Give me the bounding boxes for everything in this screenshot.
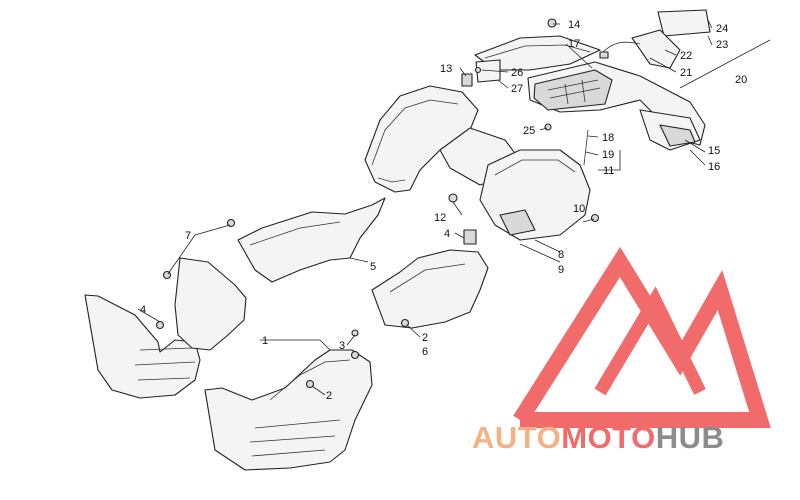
callout-10: 10	[573, 203, 585, 215]
callout-6: 6	[422, 346, 428, 358]
callout-24: 24	[716, 23, 728, 35]
left-splash-guard	[237, 197, 386, 283]
callout-12: 12	[434, 212, 446, 224]
callout-5: 5	[370, 261, 376, 273]
bolt-10	[590, 213, 600, 223]
rubber-grommet-13	[461, 73, 473, 87]
watermark-text-auto: AUTOMOTOHUB	[472, 420, 724, 455]
washer-25	[544, 123, 552, 131]
callout-labels: 1 2 2 3 4 4 5 6 7 8 9 10 11 12 13 14 15 …	[140, 19, 747, 402]
washer-3-upper	[351, 329, 359, 337]
callout-9: 9	[558, 264, 564, 276]
callout-15: 15	[708, 145, 720, 157]
watermark-auto: AUTO	[472, 420, 561, 455]
watermark-logo	[513, 246, 771, 428]
logo-inner-triangle	[594, 286, 706, 396]
callout-18: 18	[602, 132, 614, 144]
rivet-7-upper	[226, 218, 236, 228]
mounting-bracket-27	[475, 59, 501, 83]
leader-lines	[137, 19, 771, 396]
callout-20: 20	[735, 74, 747, 86]
left-footwell-inner	[174, 257, 247, 351]
callout-19: 19	[602, 149, 614, 161]
callout-7: 7	[185, 230, 191, 242]
callout-2-lower: 2	[326, 390, 332, 402]
callout-2-center: 2	[422, 332, 428, 344]
callout-25: 25	[523, 125, 535, 137]
tail-light-housing	[631, 29, 681, 69]
callout-11: 11	[603, 165, 614, 177]
callout-26: 26	[511, 67, 523, 79]
callout-21: 21	[680, 67, 692, 79]
footwells	[84, 257, 373, 471]
callout-13: 13	[440, 63, 452, 75]
watermark-hub: HUB	[656, 420, 725, 455]
rear-rack-cover	[474, 35, 601, 71]
bolt-2-lower	[305, 379, 315, 389]
harness-connector	[599, 51, 609, 59]
screw-3-lower	[350, 350, 360, 360]
watermark-moto: MOTO	[561, 420, 655, 455]
bolt-2-center	[400, 318, 410, 328]
rear-fender-assembly	[474, 9, 711, 166]
bolt-14	[547, 18, 557, 28]
callout-4-upper: 4	[444, 228, 450, 240]
callout-22: 22	[680, 50, 692, 62]
right-side-panel	[479, 149, 591, 241]
rear-storage-compartment	[533, 69, 613, 111]
callout-16: 16	[708, 161, 720, 173]
left-footwell-outer	[84, 294, 201, 399]
callout-23: 23	[716, 39, 728, 51]
right-splash-guard	[371, 249, 489, 329]
callout-14: 14	[568, 19, 580, 31]
logo-outer-triangle	[513, 246, 771, 428]
callout-1: 1	[262, 335, 268, 347]
hardware	[155, 18, 600, 389]
splash-guards	[237, 197, 489, 329]
right-side-panel-group	[479, 149, 591, 241]
side-panel-reflector	[499, 209, 536, 236]
grommet-4-upper	[463, 229, 477, 245]
tail-light-lens	[657, 9, 711, 37]
bolt-4-lower	[155, 320, 165, 330]
callout-27: 27	[511, 83, 523, 95]
bolt-12	[448, 193, 458, 203]
nut-26	[474, 66, 482, 74]
watermark-wordmark: AUTOMOTOHUB	[472, 420, 724, 455]
callout-8: 8	[558, 249, 564, 261]
callout-3: 3	[339, 340, 345, 352]
right-footwell	[204, 349, 373, 471]
callout-4-lower: 4	[140, 304, 146, 316]
rear-rod	[583, 129, 589, 166]
callout-17: 17	[568, 38, 580, 50]
